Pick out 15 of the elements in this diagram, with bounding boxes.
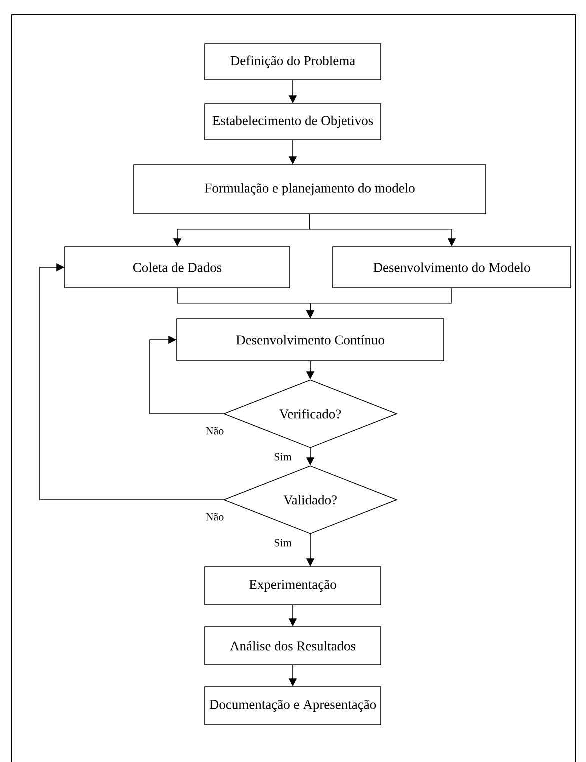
edge-label: Não [204, 512, 226, 522]
process-box: Experimentação [204, 566, 382, 606]
process-box: Desenvolvimento Contínuo [176, 318, 444, 362]
process-box: Estabelecimento de Objetivos [204, 104, 382, 140]
process-box: Formulação e planejamento do modelo [134, 164, 486, 214]
edge-label: Não [204, 426, 226, 436]
process-box: Desenvolvimento do Modelo [332, 246, 572, 288]
arrow [40, 263, 224, 500]
process-box: Definição do Problema [204, 44, 382, 80]
process-box: Documentação e Apresentação [204, 686, 382, 726]
process-box: Análise dos Resultados [204, 626, 382, 666]
edge-label: Sim [273, 538, 293, 548]
arrow [150, 336, 224, 414]
edge-label: Sim [273, 452, 293, 462]
process-box: Coleta de Dados [64, 246, 290, 288]
